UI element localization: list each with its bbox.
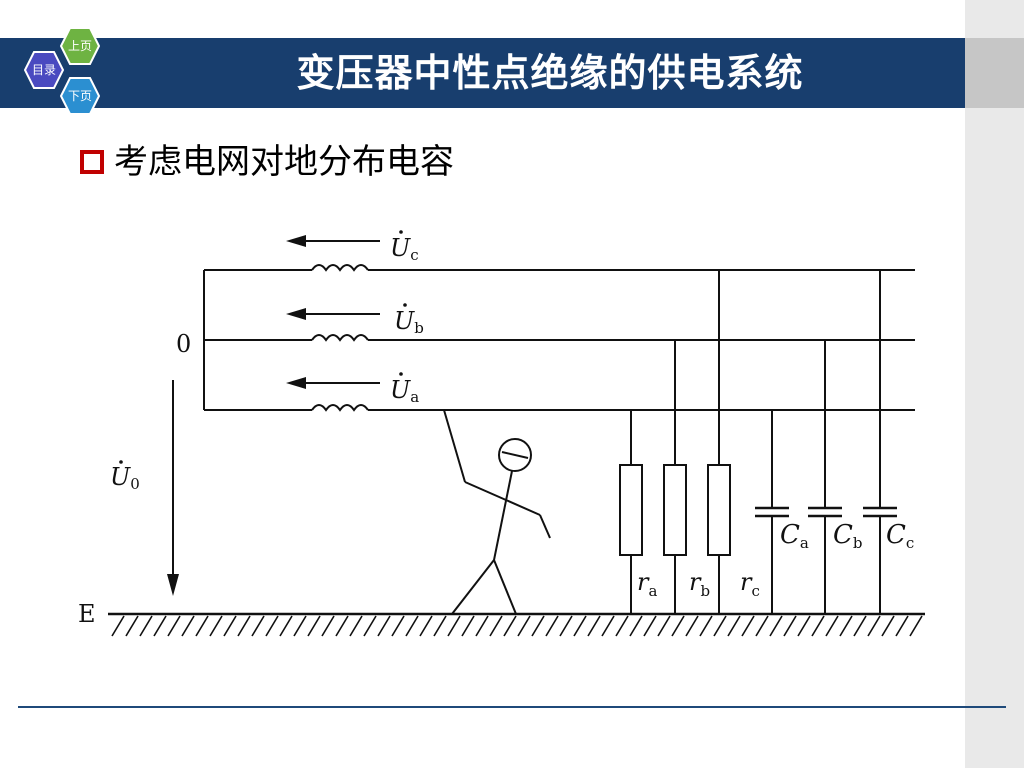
hexagon-icon	[60, 27, 100, 65]
right-margin-strip	[965, 0, 1024, 768]
coil-c-icon	[311, 264, 369, 272]
hollow-square-bullet-icon	[80, 150, 104, 174]
resistor-c-icon	[707, 464, 731, 556]
resistor-a-icon	[619, 464, 643, 556]
capacitor-label-c: Cc	[886, 520, 914, 552]
circuit-diagram: Uc Ub Ua 0 U0 E	[78, 230, 925, 637]
coil-b-icon	[311, 334, 369, 342]
bullet-text: 考虑电网对地分布电容	[114, 142, 454, 182]
arrow-left-icon	[286, 235, 306, 247]
toc-label: 目录	[31, 63, 56, 77]
title-bar	[0, 38, 965, 108]
earth-label: E	[78, 600, 96, 628]
resistor-label-c: rc	[740, 568, 760, 600]
next-page-button[interactable]: 下页	[60, 76, 100, 116]
neutral-voltage-label: U0	[110, 463, 140, 493]
hexagon-icon	[24, 51, 64, 89]
hexagon-icon	[60, 77, 100, 115]
prev-page-button[interactable]: 上页	[60, 26, 100, 66]
voltage-label-c: Uc	[390, 234, 419, 264]
capacitor-label-b: Cb	[833, 520, 863, 552]
prev-page-label: 上页	[67, 39, 92, 53]
arrow-left-icon	[286, 308, 306, 320]
coil-a-icon	[311, 404, 369, 412]
resistor-label-a: ra	[637, 568, 657, 600]
page-title: 变压器中性点绝缘的供电系统	[296, 51, 804, 95]
arrow-down-icon	[167, 574, 179, 596]
resistor-b-icon	[663, 464, 687, 556]
ground-hatch-icon	[111, 615, 923, 637]
person-figure-icon	[443, 409, 551, 615]
resistor-label-b: rb	[689, 568, 710, 600]
arrow-left-icon	[286, 377, 306, 389]
next-page-label: 下页	[67, 89, 92, 103]
voltage-label-b: Ub	[394, 307, 424, 337]
toc-button[interactable]: 目录	[24, 50, 64, 90]
footer-rule	[18, 706, 1006, 708]
voltage-label-a: Ua	[390, 376, 419, 406]
capacitor-label-a: Ca	[780, 520, 809, 552]
neutral-label: 0	[176, 330, 191, 358]
title-bar-extension	[965, 38, 1024, 108]
